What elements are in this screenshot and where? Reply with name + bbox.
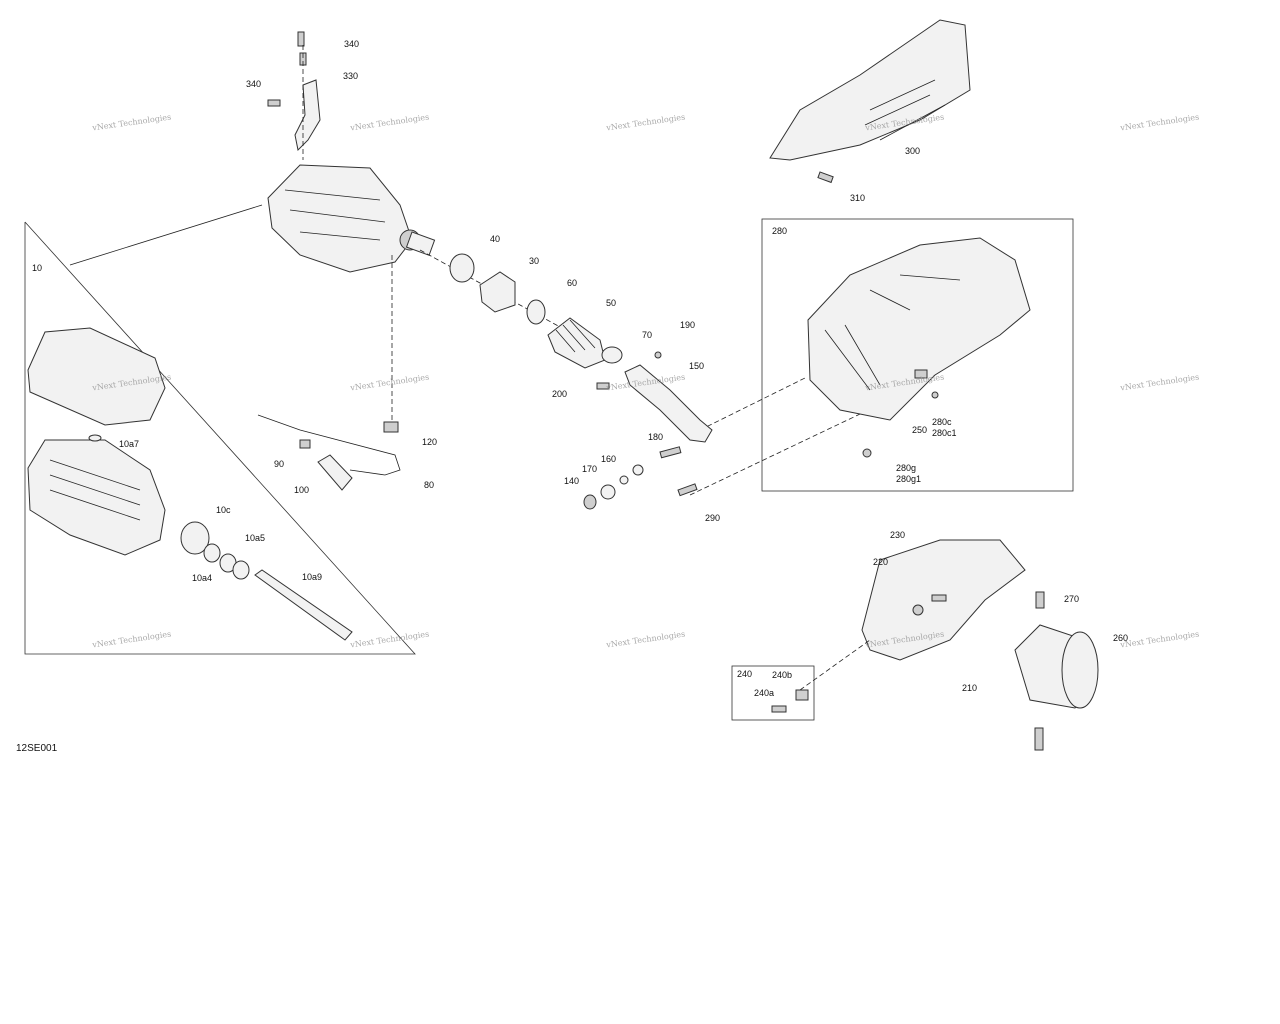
callout-310: 310 [850, 193, 866, 203]
callout-30: 30 [529, 256, 540, 266]
clip-part [449, 253, 475, 283]
coupler-part [479, 271, 516, 313]
callout-140: 140 [564, 476, 580, 486]
callout-240a: 240a [754, 688, 775, 698]
throttle-body-part [1014, 624, 1099, 709]
callout-120: 120 [422, 437, 438, 447]
callout-340: 340 [246, 79, 262, 89]
callout-10a9: 10a9 [302, 572, 323, 582]
callout-100: 100 [294, 485, 310, 495]
pipe-part [257, 414, 401, 476]
callout-70: 70 [642, 330, 653, 340]
callout-280g: 280g [896, 463, 917, 473]
callout-240b: 240b [772, 670, 793, 680]
callout-250: 250 [912, 425, 928, 435]
callout-80: 80 [424, 480, 435, 490]
callout-260: 260 [1113, 633, 1129, 643]
ring-part [526, 299, 546, 325]
shaft-part [254, 569, 353, 641]
callout-180: 180 [648, 432, 664, 442]
clamp-part [601, 346, 623, 364]
callout-280: 280 [772, 226, 788, 236]
assembly-240-box [731, 665, 815, 721]
assembly-280-box [761, 218, 1074, 492]
callout-220: 220 [873, 557, 889, 567]
callout-280c: 280c [932, 417, 952, 427]
callout-10a5: 10a5 [245, 533, 266, 543]
callout-10a7: 10a7 [119, 439, 140, 449]
callout-160: 160 [601, 454, 617, 464]
callout-40: 40 [490, 234, 501, 244]
lever-part [624, 364, 713, 443]
callout-270: 270 [1064, 594, 1080, 604]
callout-330: 330 [343, 71, 359, 81]
callout-10: 10 [32, 263, 43, 273]
upper-cover-part [27, 327, 166, 426]
callout-190: 190 [680, 320, 696, 330]
callout-200: 200 [552, 389, 568, 399]
intake-cover-part [769, 19, 971, 161]
supercharger-housing [267, 164, 436, 273]
callout-280g1: 280g1 [896, 474, 922, 484]
callout-10a4: 10a4 [192, 573, 213, 583]
callout-290: 290 [705, 513, 721, 523]
callout-240: 240 [737, 669, 753, 679]
callout-60: 60 [567, 278, 578, 288]
diagram-code: 12SE001 [16, 743, 58, 754]
assembly-10-frame [24, 221, 416, 655]
bellows-part [547, 317, 606, 369]
callout-90: 90 [274, 459, 285, 469]
callout-340: 340 [344, 39, 360, 49]
callout-170: 170 [582, 464, 598, 474]
callout-280c1: 280c1 [932, 428, 957, 438]
callout-10c: 10c [216, 505, 231, 515]
bracket-part [294, 79, 321, 152]
spring-part [317, 454, 353, 491]
callout-150: 150 [689, 361, 705, 371]
lower-housing-part [27, 439, 166, 556]
callout-210: 210 [962, 683, 978, 693]
callout-230: 230 [890, 530, 906, 540]
callout-50: 50 [606, 298, 617, 308]
callout-300: 300 [905, 146, 921, 156]
plenum-part [807, 237, 1031, 421]
